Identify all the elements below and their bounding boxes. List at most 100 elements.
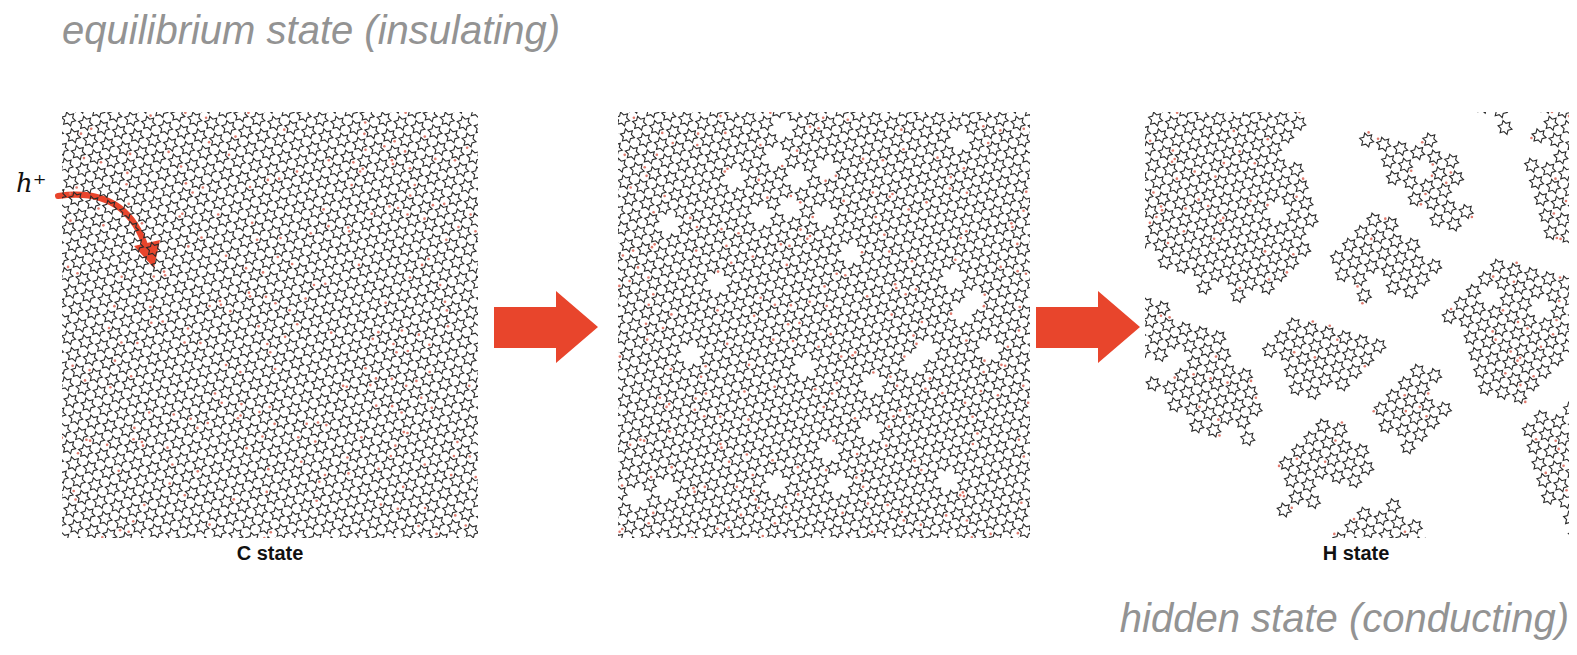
star-of-david-cluster xyxy=(365,125,379,139)
charge-dot xyxy=(656,153,659,156)
charge-dot xyxy=(120,341,123,344)
star-of-david-cluster xyxy=(108,327,122,341)
star-of-david-cluster xyxy=(790,280,804,294)
star-of-david-cluster xyxy=(897,112,911,118)
star-of-david-cluster xyxy=(812,192,826,206)
star-of-david-cluster xyxy=(207,507,221,521)
star-of-david-cluster xyxy=(798,251,812,265)
charge-dot xyxy=(716,309,719,312)
star-of-david-cluster xyxy=(246,205,260,219)
star-of-david-cluster xyxy=(399,133,413,147)
star-of-david-cluster xyxy=(120,423,134,437)
star-of-david-cluster xyxy=(742,440,756,454)
star-of-david-cluster xyxy=(832,369,846,383)
star-of-david-cluster xyxy=(426,280,440,294)
charge-dot xyxy=(925,201,928,204)
star-of-david-cluster xyxy=(618,158,627,172)
star-of-david-cluster xyxy=(372,533,386,539)
star-of-david-cluster xyxy=(404,478,418,492)
star-of-david-cluster xyxy=(1026,385,1030,399)
charge-dot xyxy=(982,125,985,128)
star-of-david-cluster xyxy=(793,453,807,467)
star-of-david-cluster xyxy=(397,507,411,521)
star-of-david-cluster xyxy=(851,436,865,450)
star-of-david-cluster xyxy=(992,158,1006,172)
star-of-david-cluster xyxy=(693,381,707,395)
star-of-david-cluster xyxy=(154,432,168,446)
star-of-david-cluster xyxy=(841,511,855,525)
star-of-david-cluster xyxy=(363,390,377,404)
star-of-david-cluster xyxy=(239,234,253,248)
star-of-david-cluster xyxy=(839,230,853,244)
star-of-david-cluster xyxy=(207,179,221,193)
star-of-david-cluster xyxy=(664,171,678,185)
star-of-david-cluster xyxy=(630,272,644,286)
star-of-david-cluster xyxy=(307,142,321,156)
star-of-david-cluster xyxy=(975,263,989,277)
star-of-david-cluster xyxy=(307,469,321,483)
star-of-david-cluster xyxy=(875,520,889,534)
charge-dot xyxy=(233,498,236,501)
star-of-david-cluster xyxy=(261,255,275,269)
star-of-david-cluster xyxy=(452,318,466,332)
charge-dot xyxy=(401,329,404,332)
star-of-david-cluster xyxy=(1009,490,1023,504)
star-of-david-cluster xyxy=(1011,226,1025,240)
star-of-david-cluster xyxy=(1009,381,1023,395)
star-of-david-cluster xyxy=(679,440,693,454)
star-of-david-cluster xyxy=(686,301,700,315)
star-of-david-cluster xyxy=(460,289,474,303)
star-of-david-cluster xyxy=(236,499,250,513)
star-of-david-cluster xyxy=(290,356,304,370)
star-of-david-cluster xyxy=(722,373,736,387)
star-of-david-cluster xyxy=(752,255,766,269)
star-of-david-cluster xyxy=(863,205,877,219)
star-of-david-cluster xyxy=(989,205,1003,219)
star-of-david-cluster xyxy=(251,331,265,345)
star-of-david-cluster xyxy=(392,490,406,504)
star-of-david-cluster xyxy=(980,171,994,185)
charge-dot xyxy=(262,271,265,274)
star-of-david-cluster xyxy=(159,230,173,244)
star-of-david-cluster xyxy=(144,507,158,521)
star-of-david-cluster xyxy=(727,499,741,513)
star-of-david-cluster xyxy=(343,322,357,336)
star-of-david-cluster xyxy=(130,238,144,252)
star-of-david-cluster xyxy=(647,385,661,399)
charge-dot xyxy=(962,491,965,494)
star-of-david-cluster xyxy=(642,150,656,164)
star-of-david-cluster xyxy=(358,263,372,277)
charge-dot xyxy=(844,274,847,277)
charge-dot xyxy=(645,322,648,325)
charge-dot xyxy=(780,243,783,246)
star-of-david-cluster xyxy=(948,226,962,240)
star-of-david-cluster xyxy=(105,263,119,277)
charge-dot xyxy=(265,296,268,299)
charge-dot xyxy=(902,148,905,151)
star-of-david-cluster xyxy=(904,402,918,416)
star-of-david-cluster xyxy=(773,495,787,509)
star-of-david-cluster xyxy=(999,457,1013,471)
charge-dot xyxy=(835,382,838,385)
star-of-david-cluster xyxy=(62,142,68,156)
charge-dot xyxy=(249,295,252,298)
star-of-david-cluster xyxy=(372,314,386,328)
star-of-david-cluster xyxy=(66,348,80,362)
star-of-david-cluster xyxy=(713,230,727,244)
star-of-david-cluster xyxy=(839,448,853,462)
charge-dot xyxy=(883,233,886,236)
charge-dot xyxy=(949,176,952,179)
star-of-david-cluster xyxy=(1224,112,1238,113)
charge-dot xyxy=(163,270,166,273)
star-of-david-cluster xyxy=(812,301,826,315)
star-of-david-cluster xyxy=(358,154,372,168)
star-of-david-cluster xyxy=(749,301,763,315)
charge-dot xyxy=(670,368,673,371)
charge-dot xyxy=(106,444,109,447)
star-of-david-cluster xyxy=(1149,112,1163,126)
star-of-david-cluster xyxy=(1170,242,1184,256)
star-of-david-cluster xyxy=(985,188,999,202)
star-of-david-cluster xyxy=(744,503,758,517)
star-of-david-cluster xyxy=(895,259,909,273)
star-of-david-cluster xyxy=(326,209,340,223)
